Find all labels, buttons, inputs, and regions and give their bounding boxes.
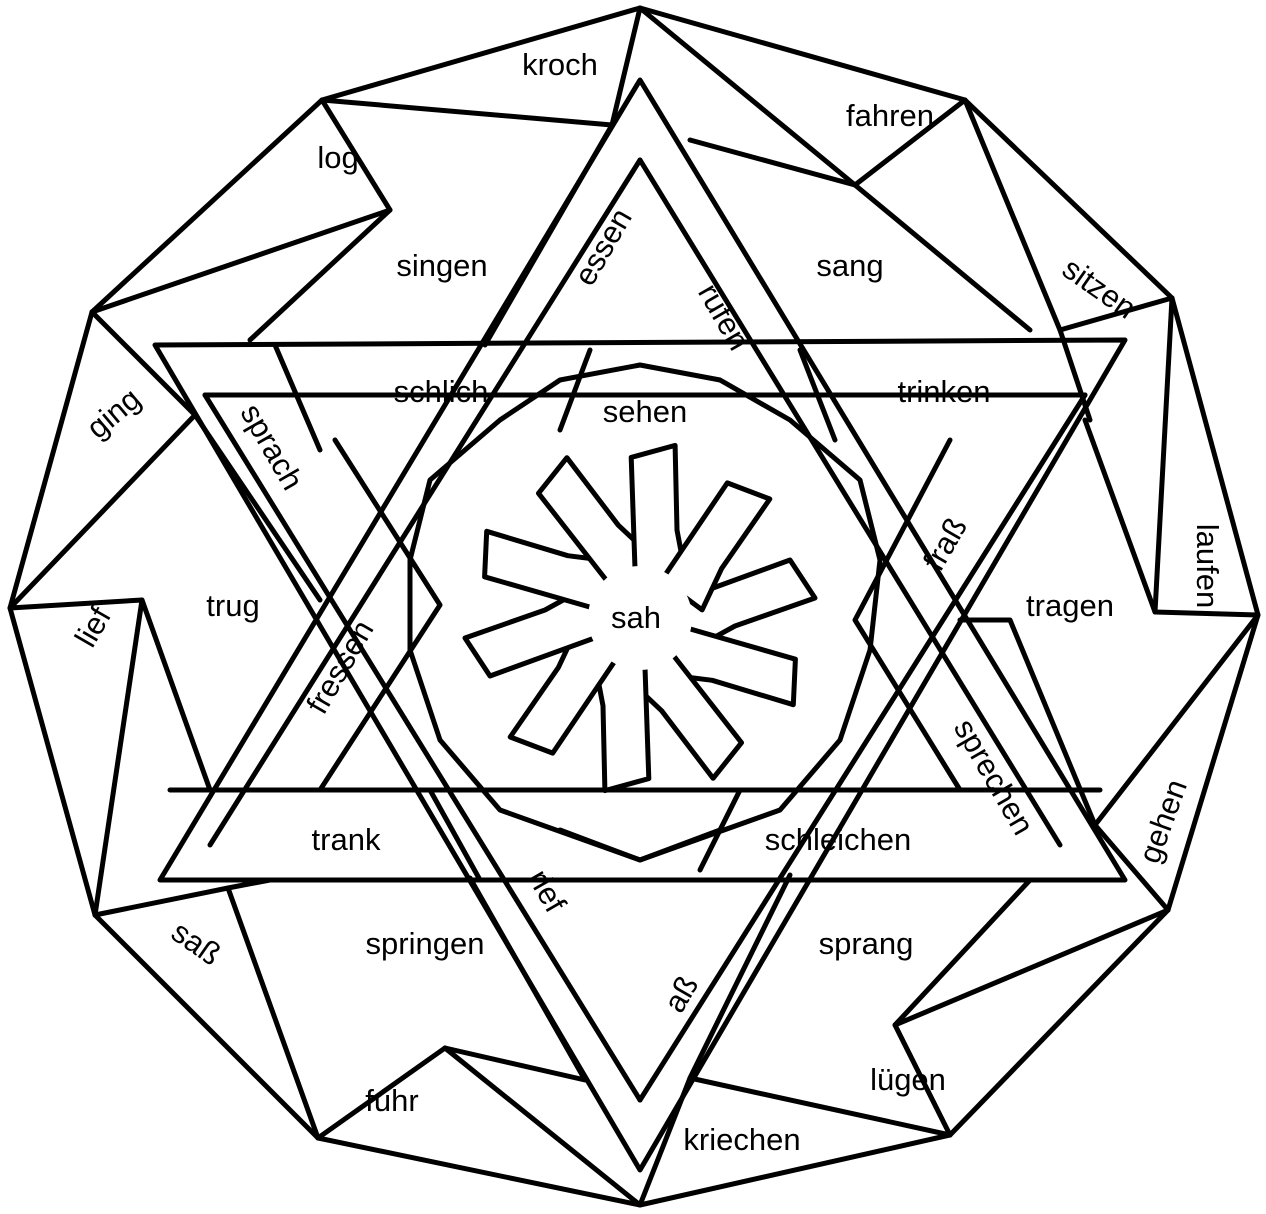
word-essen: essen xyxy=(567,202,639,291)
word-trinken: trinken xyxy=(897,374,990,409)
word-sehen: sehen xyxy=(603,394,687,429)
word-lief: lief xyxy=(68,601,118,653)
word-log: log xyxy=(317,140,358,175)
word-laufen: laufen xyxy=(1190,524,1225,608)
word-kriechen: kriechen xyxy=(683,1122,800,1157)
word-tragen: tragen xyxy=(1026,588,1114,623)
word-sprach: sprach xyxy=(234,398,311,496)
word-kroch: kroch xyxy=(522,47,598,82)
word-luegen: lügen xyxy=(870,1062,946,1097)
word-fuhr: fuhr xyxy=(365,1083,418,1118)
word-schleichen: schleichen xyxy=(765,822,911,857)
word-frass: fraß xyxy=(916,511,974,576)
word-schlich: schlich xyxy=(394,374,489,409)
word-sass: saß xyxy=(165,914,227,972)
word-trug: trug xyxy=(206,588,259,623)
word-springen: springen xyxy=(366,926,485,961)
word-singen: singen xyxy=(396,248,487,283)
word-fahren: fahren xyxy=(846,98,934,133)
word-sprang: sprang xyxy=(819,926,914,961)
word-sang: sang xyxy=(816,248,883,283)
word-ging: ging xyxy=(80,381,147,445)
word-sitzen: sitzen xyxy=(1056,251,1142,326)
word-trank: trank xyxy=(312,822,381,857)
word-rief: rief xyxy=(521,863,573,918)
word-sah: sah xyxy=(611,600,661,635)
